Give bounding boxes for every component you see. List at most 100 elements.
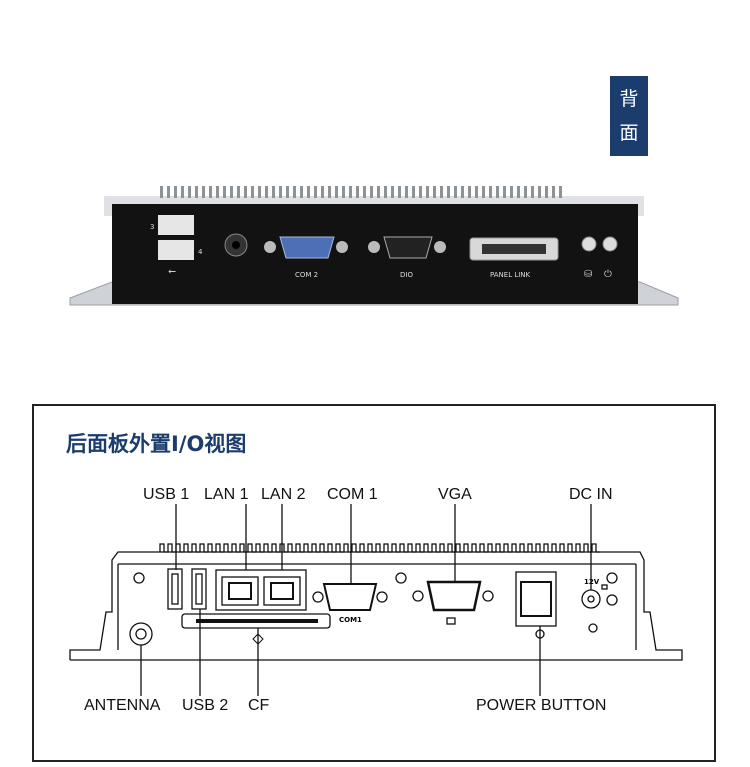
heatsink-fin <box>489 186 492 198</box>
badge-char-1: 背 <box>619 88 639 110</box>
heatsink-fin <box>307 186 310 198</box>
heatsink-fin <box>517 186 520 198</box>
screw-top-left <box>133 572 145 584</box>
usb1-tongue <box>171 573 179 605</box>
vga-screw-right <box>482 590 494 602</box>
lan1-jack <box>228 582 252 600</box>
usb2-port <box>191 568 207 610</box>
heatsink-fin <box>160 186 163 198</box>
heatsink-fin <box>356 186 359 198</box>
heatsink-fins <box>160 186 562 198</box>
heatsink-fin <box>349 186 352 198</box>
io-diagram-frame <box>32 404 716 762</box>
heatsink-fin <box>300 186 303 198</box>
heatsink-fin <box>552 186 555 198</box>
heatsink-fin <box>461 186 464 198</box>
label-usb2: USB 2 <box>182 697 229 714</box>
screw-mid <box>395 572 407 584</box>
cf-eject-icon <box>252 633 264 645</box>
heatsink-fin <box>398 186 401 198</box>
heatsink-fin <box>419 186 422 198</box>
back-view-badge: 背 面 <box>610 76 648 156</box>
com1-screw-left <box>312 591 324 603</box>
heatsink-fin <box>195 186 198 198</box>
vga-screw-left <box>412 590 424 602</box>
com1-connector <box>322 583 378 611</box>
heatsink-fin <box>202 186 205 198</box>
heatsink-fin <box>216 186 219 198</box>
heatsink-fin <box>251 186 254 198</box>
heatsink-fin <box>412 186 415 198</box>
dio-connector <box>368 236 446 259</box>
heatsink-fin <box>426 186 429 198</box>
heatsink-fin <box>475 186 478 198</box>
lan-block <box>215 569 307 611</box>
heatsink-fin <box>447 186 450 198</box>
label-lan1: LAN 1 <box>204 486 249 503</box>
heatsink-fin <box>293 186 296 198</box>
heatsink-fin <box>391 186 394 198</box>
panel-link-label: PANEL LINK <box>490 271 531 279</box>
heatsink-fin <box>538 186 541 198</box>
heatsink-fin <box>167 186 170 198</box>
heatsink-fin <box>244 186 247 198</box>
heatsink-fin <box>384 186 387 198</box>
heatsink-fin <box>335 186 338 198</box>
heatsink-fin <box>433 186 436 198</box>
hdd-led <box>581 236 597 252</box>
heatsink-fin <box>440 186 443 198</box>
com2-connector <box>264 236 348 259</box>
vga-connector <box>426 580 482 612</box>
heatsink-fin <box>510 186 513 198</box>
heatsink-fin <box>405 186 408 198</box>
usb1-port <box>167 568 183 610</box>
label-lan2: LAN 2 <box>261 486 306 503</box>
dc-12v-mark: 12V <box>584 578 600 586</box>
heatsink-fin <box>559 186 562 198</box>
heatsink-fin <box>265 186 268 198</box>
heatsink-fin <box>209 186 212 198</box>
heatsink-fin <box>181 186 184 198</box>
panel-link-socket <box>482 244 546 254</box>
usb-4-label: 4 <box>198 248 203 256</box>
usb-port-4 <box>158 240 194 260</box>
heatsink-fin <box>377 186 380 198</box>
usb-3-label: 3 <box>150 223 154 231</box>
lan2-port <box>263 576 301 606</box>
heatsink-fin <box>174 186 177 198</box>
heatsink-fin <box>468 186 471 198</box>
label-cf: CF <box>248 697 270 714</box>
antenna-inner <box>135 628 147 640</box>
heatsink-fin <box>230 186 233 198</box>
usb-symbol-icon: ⭠ <box>168 266 176 277</box>
lan1-port <box>221 576 259 606</box>
vga-icon <box>446 617 456 625</box>
heatsink-fin <box>342 186 345 198</box>
heatsink-fin <box>363 186 366 198</box>
com1-screw-right <box>376 591 388 603</box>
com1-panel-mark: COM1 <box>339 616 362 624</box>
heatsink-fin <box>545 186 548 198</box>
label-com1: COM 1 <box>327 486 378 503</box>
badge-char-2: 面 <box>619 122 639 144</box>
power-led <box>602 236 618 252</box>
heatsink-fin <box>454 186 457 198</box>
heatsink-fin <box>286 186 289 198</box>
ground-icon <box>588 623 598 633</box>
dio-label: DIO <box>400 271 413 279</box>
usb-port-3 <box>158 215 194 235</box>
chassis-outline <box>69 551 683 661</box>
hdd-icon: ⛁ <box>584 269 592 280</box>
heatsink-fin <box>314 186 317 198</box>
heatsink-fin <box>531 186 534 198</box>
heatsink-fin <box>223 186 226 198</box>
usb2-tongue <box>195 573 203 605</box>
screw-right <box>606 594 618 606</box>
diagram-title: 后面板外置I/O视图 <box>66 432 247 456</box>
dc-in-jack <box>581 589 601 609</box>
label-vga: VGA <box>438 486 472 503</box>
label-dc-in: DC IN <box>569 486 613 503</box>
screw-top-right <box>606 572 618 584</box>
heatsink-fin <box>328 186 331 198</box>
